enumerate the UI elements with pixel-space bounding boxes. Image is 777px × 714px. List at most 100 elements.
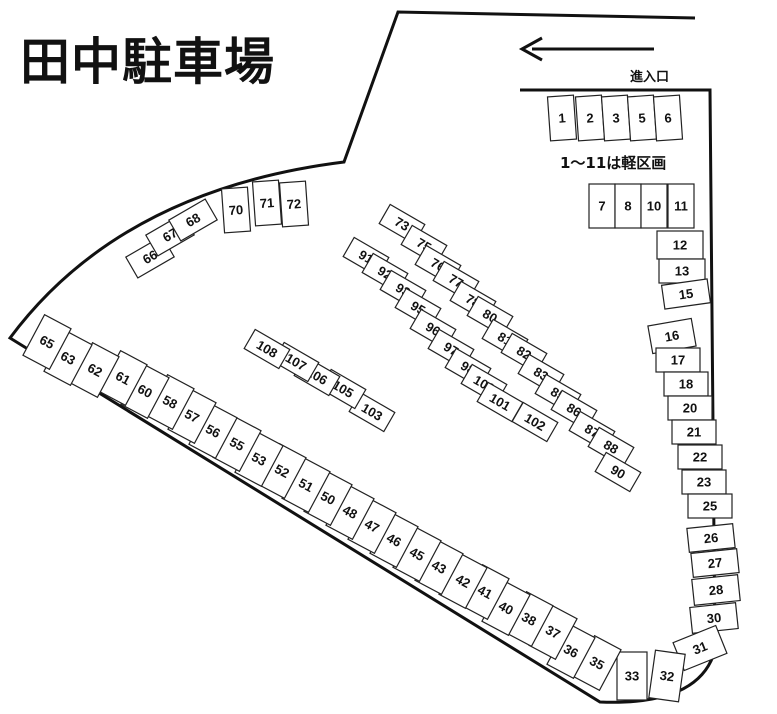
parking-stall-55: 55: [212, 415, 262, 473]
page-title: 田中駐車場: [20, 33, 275, 91]
parking-stall-61: 61: [98, 349, 148, 407]
stall-number: 48: [340, 502, 360, 522]
stall-box: [660, 278, 712, 310]
stall-number: 5: [638, 110, 646, 125]
parking-stall-13: 13: [658, 258, 706, 284]
stall-number: 12: [673, 238, 687, 253]
parking-stall-68: 68: [167, 198, 219, 242]
stall-number: 20: [683, 401, 697, 416]
stall-box: [677, 444, 723, 470]
stall-box: [167, 198, 219, 242]
parking-stall-20: 20: [667, 395, 713, 421]
stall-number: 38: [519, 609, 539, 629]
stall-number: 90: [608, 462, 628, 482]
parking-stall-18: 18: [663, 371, 709, 397]
stall-box: [251, 179, 283, 227]
parking-stall-40: 40: [481, 579, 531, 637]
stall-box: [690, 548, 740, 578]
parking-stall-48: 48: [325, 483, 375, 541]
stall-box: [243, 328, 291, 370]
stall-number: 22: [693, 450, 707, 465]
stall-number: 63: [58, 348, 78, 368]
parking-stall-90: 90: [594, 451, 642, 493]
stall-number: 51: [296, 475, 316, 495]
stall-number: 6: [664, 110, 672, 125]
parking-stall-23: 23: [681, 469, 727, 495]
parking-stall-3: 3: [600, 94, 632, 142]
entrance-label: 進入口: [630, 70, 670, 85]
stall-number: 3: [612, 110, 620, 125]
stall-number: 18: [679, 377, 693, 392]
stall-number: 71: [259, 195, 274, 211]
parking-stall-60: 60: [120, 362, 170, 420]
stall-number: 35: [587, 653, 607, 673]
stall-number: 45: [407, 544, 427, 564]
parking-stall-25: 25: [687, 493, 733, 519]
stall-number: 7: [598, 199, 605, 214]
stall-number: 73: [392, 214, 412, 234]
stall-number: 42: [453, 571, 473, 591]
stall-number: 32: [659, 668, 675, 685]
parking-stall-15: 15: [660, 278, 712, 310]
stall-box: [652, 94, 684, 142]
stall-box: [22, 313, 72, 371]
stall-number: 62: [85, 360, 105, 380]
stall-number: 30: [706, 610, 722, 626]
stall-number: 43: [429, 557, 449, 577]
stall-box: [656, 230, 704, 260]
stall-number: 68: [183, 210, 203, 230]
parking-stall-102: 102: [511, 401, 559, 443]
parking-stall-70: 70: [220, 186, 252, 234]
parking-stall-53: 53: [234, 430, 284, 488]
parking-stall-7: 7: [588, 183, 616, 229]
stall-box: [278, 180, 310, 228]
stall-number: 17: [671, 353, 685, 368]
parking-stall-41: 41: [460, 563, 510, 621]
parking-stall-33: 33: [616, 651, 648, 701]
parking-stall-28: 28: [691, 574, 741, 606]
stall-box: [691, 574, 741, 606]
stall-number: 58: [160, 392, 180, 412]
parking-stall-31: 31: [672, 624, 728, 672]
stall-number: 55: [227, 434, 247, 454]
stall-number: 57: [182, 406, 202, 426]
stall-box: [687, 493, 733, 519]
parking-stall-108: 108: [243, 328, 291, 370]
parking-stall-71: 71: [251, 179, 283, 227]
stall-number: 21: [687, 425, 701, 440]
parking-stall-43: 43: [414, 538, 464, 596]
stall-number: 33: [625, 669, 639, 684]
parking-stall-45: 45: [392, 525, 442, 583]
stall-box: [671, 419, 717, 445]
stall-number: 47: [362, 516, 382, 536]
stall-number: 56: [203, 421, 223, 441]
parking-stall-35: 35: [572, 634, 622, 692]
stall-number: 23: [697, 475, 711, 490]
stall-number: 11: [674, 199, 688, 214]
stall-number: 40: [496, 598, 516, 618]
stall-box: [648, 649, 686, 703]
parking-stall-65: 65: [22, 313, 72, 371]
parking-stall-2: 2: [574, 94, 606, 142]
stall-number: 65: [37, 332, 57, 352]
stall-number: 13: [675, 264, 689, 279]
parking-stall-17: 17: [655, 347, 701, 373]
stall-box: [594, 451, 642, 493]
stall-box: [658, 258, 706, 284]
stall-number: 1: [558, 110, 566, 125]
stall-number: 36: [561, 641, 581, 661]
parking-stall-72: 72: [278, 180, 310, 228]
parking-stall-8: 8: [614, 183, 642, 229]
stall-box: [616, 651, 648, 701]
parking-stall-10: 10: [640, 183, 668, 229]
parking-stall-22: 22: [677, 444, 723, 470]
stall-number: 41: [475, 582, 495, 602]
parking-stall-21: 21: [671, 419, 717, 445]
stall-box: [640, 183, 668, 229]
stall-number: 26: [703, 530, 719, 546]
entrance-arrow-icon: [518, 36, 654, 62]
stall-box: [546, 94, 578, 142]
stall-number: 37: [543, 622, 563, 642]
